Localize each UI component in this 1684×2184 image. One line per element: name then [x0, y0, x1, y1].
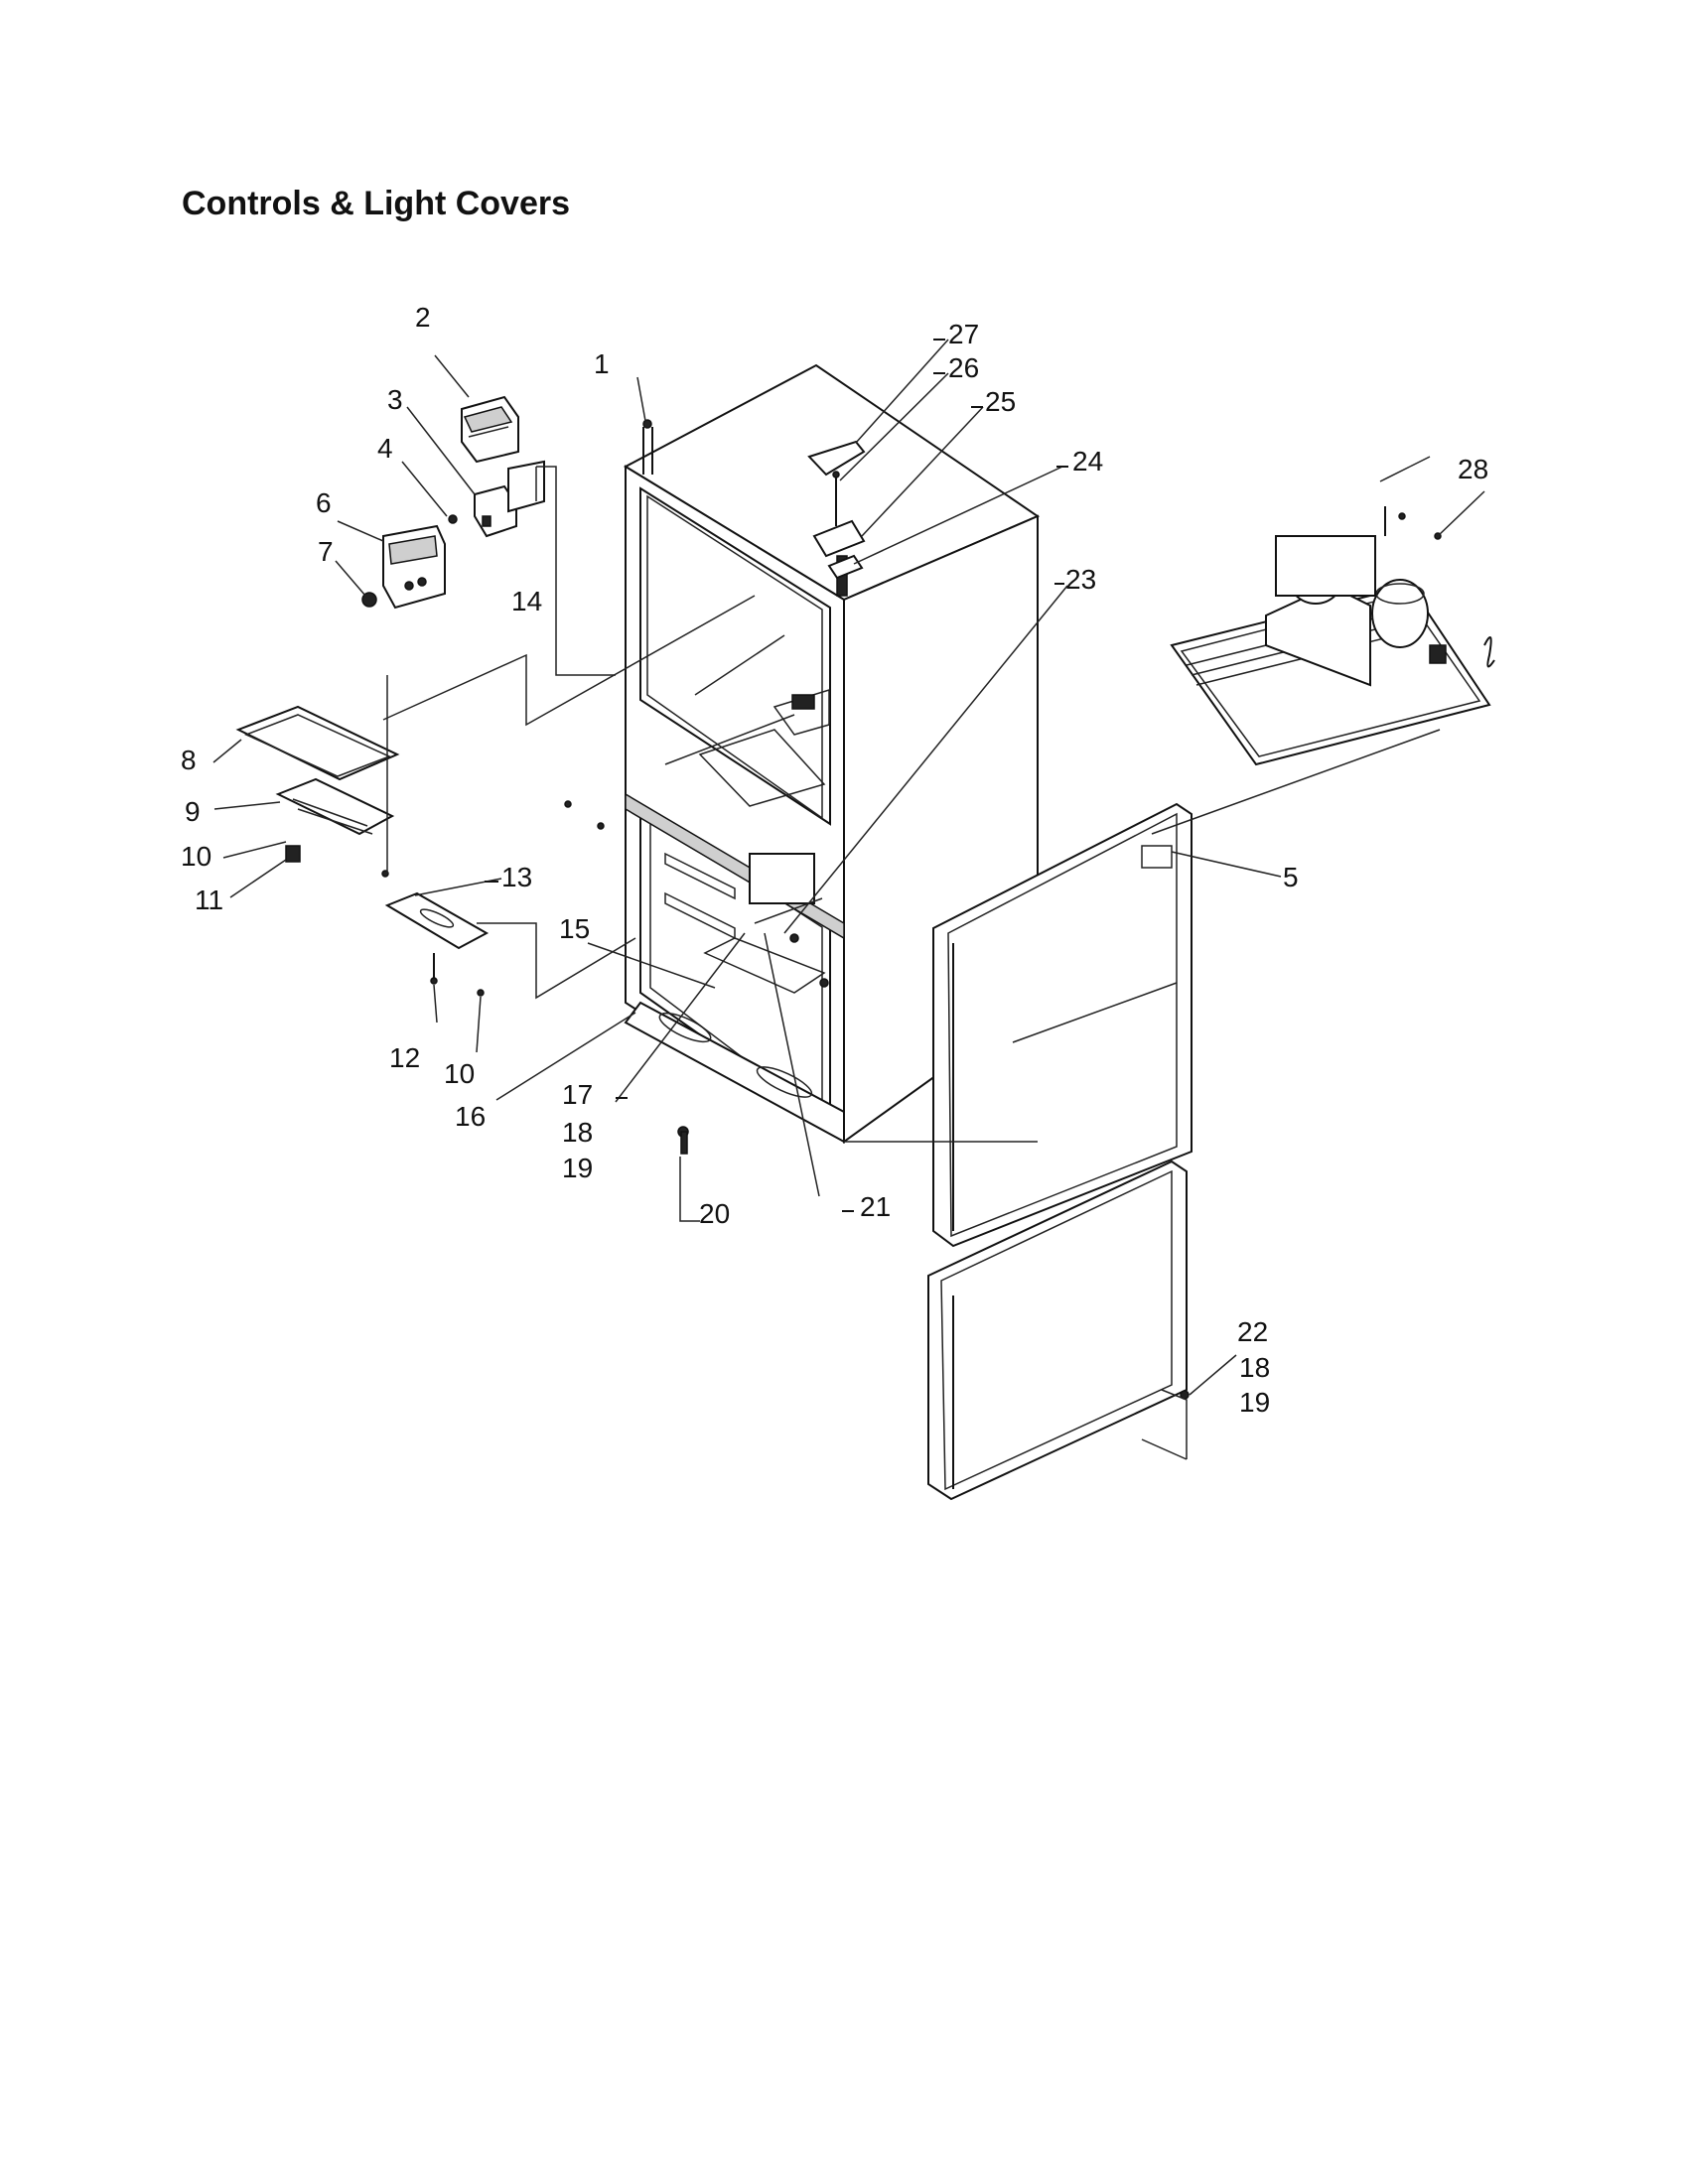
- callout-4: 4: [377, 433, 393, 464]
- diagram-title: Controls & Light Covers: [182, 185, 571, 222]
- callout-leaders: [212, 339, 1485, 1396]
- part-24-hinge-shim: [827, 554, 864, 580]
- refrigerator-cabinet: [623, 363, 1041, 1144]
- connector-lines: [382, 456, 1441, 1460]
- callout-labels: 1 2 3 4 5 6 7 8 9 10 11 12 13 10 14 15 1…: [181, 302, 1488, 1418]
- callout-18-right: 18: [1239, 1352, 1270, 1383]
- part-8-light-shield: [235, 705, 400, 781]
- callout-19-right: 19: [1239, 1387, 1270, 1418]
- lower-door: [927, 1160, 1190, 1501]
- part-27-hinge-cover: [807, 440, 866, 477]
- callout-1: 1: [594, 348, 610, 379]
- part-12-screw: [430, 953, 438, 985]
- fasteners: [381, 800, 829, 1155]
- callout-17: 17: [562, 1079, 593, 1110]
- callout-25: 25: [985, 386, 1016, 417]
- callout-9: 9: [185, 796, 201, 827]
- part-25-hinge: [812, 519, 866, 558]
- callout-11: 11: [195, 885, 223, 915]
- callout-22: 22: [1237, 1316, 1268, 1347]
- callout-15: 15: [559, 913, 590, 944]
- callout-10-upper: 10: [181, 841, 211, 872]
- part-14-bracket: [507, 460, 545, 513]
- callout-13: 13: [501, 862, 532, 892]
- callout-23: 23: [1065, 564, 1096, 595]
- part-26-hinge-screw: [832, 471, 840, 526]
- callout-21: 21: [860, 1191, 891, 1222]
- callout-24: 24: [1072, 446, 1103, 477]
- part-2-control-cover: [461, 395, 519, 464]
- callout-5: 5: [1283, 862, 1299, 892]
- part-13-lower-cover: [384, 891, 490, 950]
- part-28-machine-compartment: [1170, 506, 1495, 766]
- callout-18-lower-left: 18: [562, 1117, 593, 1148]
- part-11-switch: [285, 845, 301, 863]
- part-4-screw: [448, 514, 458, 524]
- part-7-bulb: [361, 592, 377, 608]
- callout-28: 28: [1458, 454, 1488, 484]
- callout-27: 27: [948, 319, 979, 349]
- part-9-control-tray: [275, 777, 395, 836]
- callout-7: 7: [318, 536, 334, 567]
- callout-14: 14: [511, 586, 542, 616]
- callout-3: 3: [387, 384, 403, 415]
- callout-10-lower: 10: [444, 1058, 475, 1089]
- part-6-light-housing: [382, 524, 446, 610]
- callout-20: 20: [699, 1198, 730, 1229]
- callout-8: 8: [181, 745, 197, 775]
- callout-16: 16: [455, 1101, 486, 1132]
- part-1-screw: [642, 419, 653, 475]
- part-3-control-housing: [474, 484, 517, 538]
- callout-12: 12: [389, 1042, 420, 1073]
- callout-2: 2: [415, 302, 431, 333]
- callout-19-lower-left: 19: [562, 1153, 593, 1183]
- callout-26: 26: [948, 352, 979, 383]
- callout-6: 6: [316, 487, 332, 518]
- callout-dashes: [485, 339, 1068, 1212]
